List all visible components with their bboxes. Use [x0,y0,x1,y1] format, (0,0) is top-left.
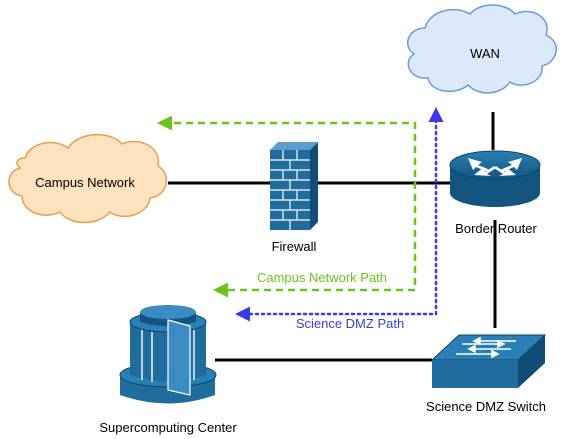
router-label: Border Router [455,221,537,236]
dmz-path-line [235,107,444,322]
firewall-icon [270,142,318,230]
supercomputer-icon [119,305,217,404]
wan-cloud [406,4,557,94]
campus-path-label: Campus Network Path [257,270,387,285]
campus-cloud [8,133,168,224]
switch-label: Science DMZ Switch [426,399,546,414]
firewall-label: Firewall [272,239,317,254]
router-icon [449,150,541,207]
supercomputer-label: Supercomputing Center [99,420,237,435]
dmz-path-label: Science DMZ Path [296,316,404,331]
switch-icon [430,334,547,388]
wan-label: WAN [470,46,500,61]
campus-label: Campus Network [35,175,135,190]
